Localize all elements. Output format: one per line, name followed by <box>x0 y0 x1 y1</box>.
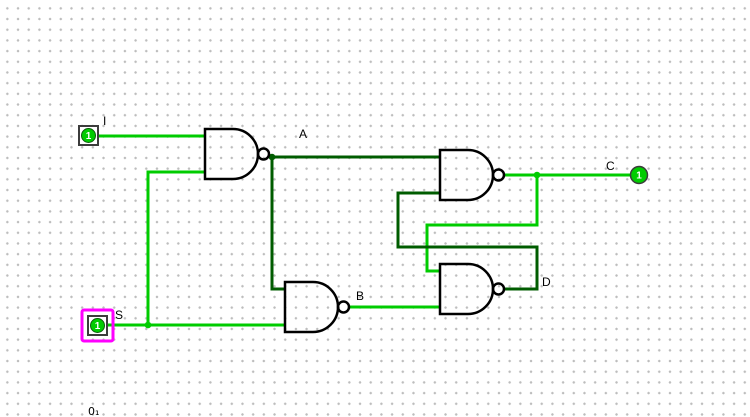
input-pin-s[interactable]: 1 <box>80 308 115 343</box>
nand-gate-c[interactable] <box>438 148 506 202</box>
pin-label-c: C <box>606 159 615 173</box>
junction-dot <box>144 321 152 329</box>
wire-label-a: A <box>299 127 307 141</box>
junction-dot <box>268 153 276 161</box>
nand-gate-a[interactable] <box>203 127 271 181</box>
nand-body <box>438 148 495 202</box>
wire-c-feedback[interactable] <box>425 175 539 273</box>
nand-body <box>283 280 340 334</box>
pin-state-indicator <box>90 318 105 333</box>
wire-d-feedback[interactable] <box>396 191 539 291</box>
nand-bubble <box>491 168 506 182</box>
selection-highlight <box>80 308 115 343</box>
wire-label-b: B <box>356 289 364 303</box>
pin-state-indicator <box>629 165 649 185</box>
pin-value: 1 <box>86 131 92 142</box>
wire-s-branch-to-nand-a[interactable] <box>146 170 205 325</box>
wire-a-branch-to-nand-b[interactable] <box>270 157 285 291</box>
nand-gate-b[interactable] <box>283 280 351 334</box>
nand-body <box>438 262 495 316</box>
output-pin-c[interactable]: 1 <box>629 165 649 185</box>
nand-bubble <box>336 300 351 314</box>
nand-bubble <box>256 147 271 161</box>
pin-value: 1 <box>636 171 642 182</box>
partial-component-label: 0₁ <box>88 405 99 417</box>
pin-value: 1 <box>95 321 101 332</box>
nand-body <box>203 127 260 181</box>
wire-label-d: D <box>542 275 551 289</box>
nand-gate-d[interactable] <box>438 262 506 316</box>
nand-bubble <box>491 282 506 296</box>
input-pin-i[interactable]: 1 <box>78 125 99 146</box>
junction-dot <box>533 171 541 179</box>
pin-label-s: S <box>115 308 123 322</box>
pin-label-i: I <box>103 114 106 128</box>
pin-state-indicator <box>81 128 96 143</box>
